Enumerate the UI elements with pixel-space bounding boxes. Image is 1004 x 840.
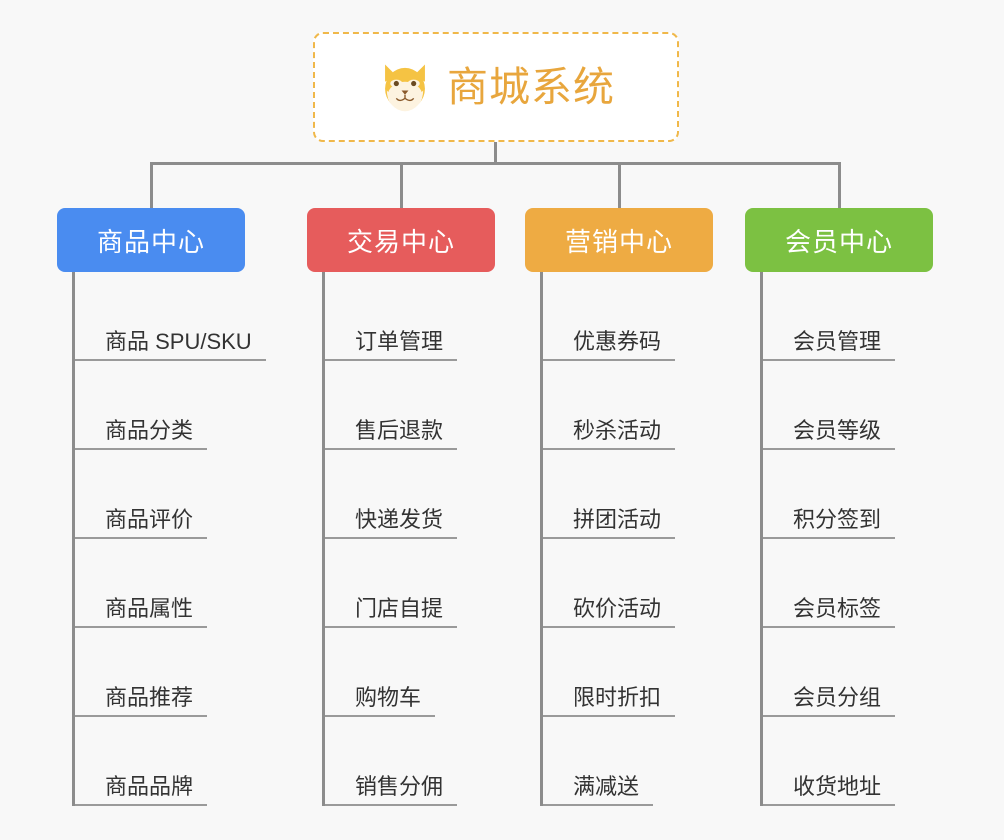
connector-drop-trade-center — [400, 162, 403, 209]
list-item[interactable]: 购物车 — [325, 628, 495, 717]
leaf-label: 订单管理 — [325, 329, 458, 361]
category-header-trade-center[interactable]: 交易中心 — [307, 208, 495, 272]
leaf-list-marketing-center: 优惠券码 秒杀活动 拼团活动 砍价活动 限时折扣 满减送 — [540, 272, 713, 806]
category-label: 会员中心 — [784, 226, 893, 257]
list-item[interactable]: 会员等级 — [763, 361, 933, 450]
leaf-label: 优惠券码 — [543, 329, 676, 361]
list-item[interactable]: 订单管理 — [325, 272, 495, 361]
leaf-label: 商品推荐 — [75, 685, 208, 717]
list-item[interactable]: 快递发货 — [325, 450, 495, 539]
leaf-label: 限时折扣 — [543, 685, 676, 717]
list-item[interactable]: 销售分佣 — [325, 717, 495, 806]
list-item[interactable]: 商品推荐 — [75, 628, 245, 717]
list-item[interactable]: 积分签到 — [763, 450, 933, 539]
branch-column-product-center: 商品中心 商品 SPU/SKU 商品分类 商品评价 商品属性 商品推荐 商品品牌 — [57, 208, 266, 806]
leaf-label: 砍价活动 — [543, 596, 676, 628]
connector-drop-product-center — [150, 162, 153, 209]
root-title: 商城系统 — [447, 63, 615, 110]
leaf-label: 商品评价 — [75, 507, 208, 539]
category-header-member-center[interactable]: 会员中心 — [745, 208, 933, 272]
leaf-label: 快递发货 — [325, 507, 458, 539]
leaf-label: 门店自提 — [325, 596, 458, 628]
leaf-list-product-center: 商品 SPU/SKU 商品分类 商品评价 商品属性 商品推荐 商品品牌 — [72, 272, 266, 806]
list-item[interactable]: 商品 SPU/SKU — [75, 272, 266, 361]
list-item[interactable]: 商品分类 — [75, 361, 245, 450]
list-item[interactable]: 限时折扣 — [543, 628, 713, 717]
list-item[interactable]: 会员管理 — [763, 272, 933, 361]
category-header-marketing-center[interactable]: 营销中心 — [525, 208, 713, 272]
connector-horizontal-bus — [150, 162, 841, 165]
list-item[interactable]: 优惠券码 — [543, 272, 713, 361]
branch-column-member-center: 会员中心 会员管理 会员等级 积分签到 会员标签 会员分组 收货地址 — [745, 208, 933, 806]
list-item[interactable]: 砍价活动 — [543, 539, 713, 628]
list-item[interactable]: 满减送 — [543, 717, 713, 806]
leaf-label: 商品品牌 — [75, 774, 208, 806]
leaf-label: 收货地址 — [763, 774, 896, 806]
leaf-list-trade-center: 订单管理 售后退款 快递发货 门店自提 购物车 销售分佣 — [322, 272, 495, 806]
category-label: 营销中心 — [564, 226, 673, 257]
list-item[interactable]: 会员标签 — [763, 539, 933, 628]
list-item[interactable]: 拼团活动 — [543, 450, 713, 539]
leaf-label: 会员管理 — [763, 329, 896, 361]
leaf-label: 商品分类 — [75, 418, 208, 450]
list-item[interactable]: 收货地址 — [763, 717, 933, 806]
leaf-list-member-center: 会员管理 会员等级 积分签到 会员标签 会员分组 收货地址 — [760, 272, 933, 806]
list-item[interactable]: 售后退款 — [325, 361, 495, 450]
leaf-label: 秒杀活动 — [543, 418, 676, 450]
list-item[interactable]: 商品属性 — [75, 539, 245, 628]
category-header-product-center[interactable]: 商品中心 — [57, 208, 245, 272]
connector-drop-member-center — [838, 162, 841, 209]
category-label: 交易中心 — [346, 226, 455, 257]
leaf-label: 拼团活动 — [543, 507, 676, 539]
branch-column-trade-center: 交易中心 订单管理 售后退款 快递发货 门店自提 购物车 销售分佣 — [307, 208, 495, 806]
branch-column-marketing-center: 营销中心 优惠券码 秒杀活动 拼团活动 砍价活动 限时折扣 满减送 — [525, 208, 713, 806]
leaf-label: 商品 SPU/SKU — [75, 329, 266, 361]
list-item[interactable]: 商品评价 — [75, 450, 245, 539]
category-label: 商品中心 — [96, 226, 205, 257]
leaf-label: 商品属性 — [75, 596, 208, 628]
list-item[interactable]: 商品品牌 — [75, 717, 245, 806]
leaf-label: 销售分佣 — [325, 774, 458, 806]
leaf-label: 会员等级 — [763, 418, 896, 450]
shiba-dog-face-icon — [385, 64, 425, 112]
leaf-label: 会员分组 — [763, 685, 896, 717]
leaf-label: 积分签到 — [763, 507, 896, 539]
leaf-label: 售后退款 — [325, 418, 458, 450]
connector-root-stem — [494, 142, 497, 164]
connector-drop-marketing-center — [618, 162, 621, 209]
list-item[interactable]: 秒杀活动 — [543, 361, 713, 450]
leaf-label: 满减送 — [543, 774, 654, 806]
leaf-label: 会员标签 — [763, 596, 896, 628]
root-node-商城系统[interactable]: 商城系统 — [313, 32, 679, 142]
list-item[interactable]: 门店自提 — [325, 539, 495, 628]
leaf-label: 购物车 — [325, 685, 436, 717]
list-item[interactable]: 会员分组 — [763, 628, 933, 717]
